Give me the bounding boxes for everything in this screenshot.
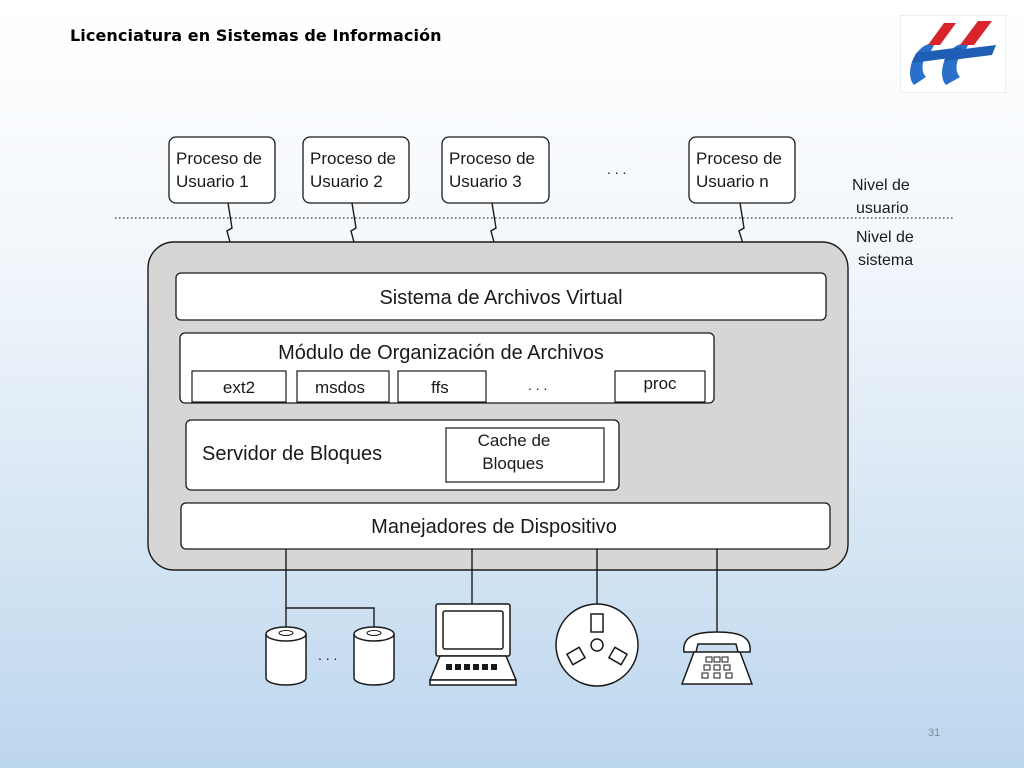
fs-proc: proc: [643, 374, 677, 393]
vfs-label: Sistema de Archivos Virtual: [379, 287, 622, 309]
level-user-line1: Nivel de: [852, 177, 910, 194]
process-box-n: Proceso de Usuario n: [688, 136, 796, 204]
disk-icon: [353, 626, 395, 686]
university-logo-icon: [900, 15, 1006, 93]
level-user-line2: usuario: [856, 200, 909, 217]
fs-proc-box: [614, 370, 706, 403]
fs-ext2: ext2: [223, 378, 255, 397]
page-title: Licenciatura en Sistemas de Información: [70, 26, 442, 45]
block-cache-box: [445, 427, 605, 483]
device-connectors: [285, 549, 718, 634]
file-org-title: Módulo de Organización de Archivos: [278, 342, 604, 364]
block-cache-line1: Cache de: [478, 431, 551, 450]
process-n-line1: Proceso de: [696, 149, 782, 168]
level-system-line1: Nivel de: [856, 229, 914, 246]
level-system-line2: sistema: [858, 252, 913, 269]
process-box-1: Proceso de Usuario 1: [168, 136, 276, 204]
process-2-line1: Proceso de: [310, 149, 396, 168]
process-3-line2: Usuario 3: [449, 172, 522, 191]
process-n-line2: Usuario n: [696, 172, 769, 191]
slide-number: 31: [928, 727, 941, 739]
telephone-icon: [680, 631, 754, 685]
fs-msdos: msdos: [315, 378, 365, 397]
block-server-label: Servidor de Bloques: [202, 443, 382, 465]
tape-reel-icon: [555, 603, 639, 687]
process-1-line2: Usuario 1: [176, 172, 249, 191]
process-box-2: Proceso de Usuario 2: [302, 136, 410, 204]
process-ellipsis: . . .: [607, 161, 626, 177]
device-drivers-label: Manejadores de Dispositivo: [371, 516, 617, 538]
vfs-box: Sistema de Archivos Virtual: [175, 272, 827, 321]
fs-ext2-box: [191, 370, 287, 403]
process-box-3: Proceso de Usuario 3: [441, 136, 550, 204]
fs-ffs-box: [397, 370, 487, 403]
disk-ellipsis: . . .: [318, 647, 337, 663]
process-2-line2: Usuario 2: [310, 172, 383, 191]
block-cache-line2: Bloques: [482, 454, 543, 473]
fs-msdos-box: [296, 370, 390, 403]
process-3-line1: Proceso de: [449, 149, 535, 168]
computer-icon: [428, 603, 518, 686]
device-drivers-box: Manejadores de Dispositivo: [180, 502, 831, 550]
fs-ellipsis: . . .: [528, 377, 547, 393]
file-org-module: Módulo de Organización de Archivos ext2 …: [179, 332, 715, 404]
block-server: Servidor de Bloques Cache de Bloques: [185, 419, 620, 491]
fs-ffs: ffs: [431, 378, 449, 397]
process-1-line1: Proceso de: [176, 149, 262, 168]
disk-icon: [265, 626, 307, 686]
